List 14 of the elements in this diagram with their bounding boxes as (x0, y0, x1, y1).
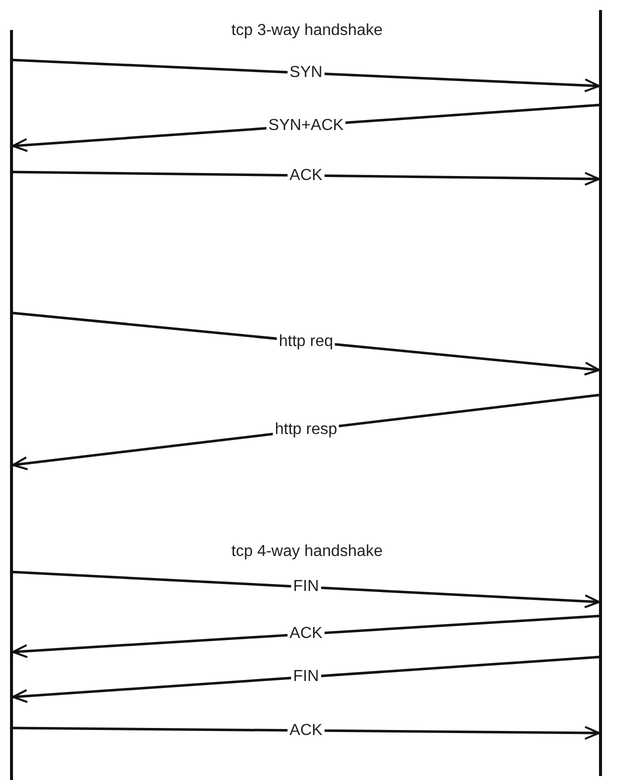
section-heading: tcp 4-way handshake (229, 543, 385, 561)
arrow (12, 394, 600, 470)
arrow (12, 726, 600, 740)
edge-label: http req (276, 332, 336, 350)
lifeline (599, 10, 602, 776)
arrow (12, 570, 600, 608)
arrow (12, 614, 600, 658)
arrow (12, 656, 600, 704)
lifeline (10, 30, 13, 780)
arrow (12, 170, 600, 186)
arrow (12, 58, 600, 92)
section-heading: tcp 3-way handshake (229, 22, 385, 40)
edge-label: http resp (272, 421, 340, 439)
arrow (12, 312, 600, 376)
